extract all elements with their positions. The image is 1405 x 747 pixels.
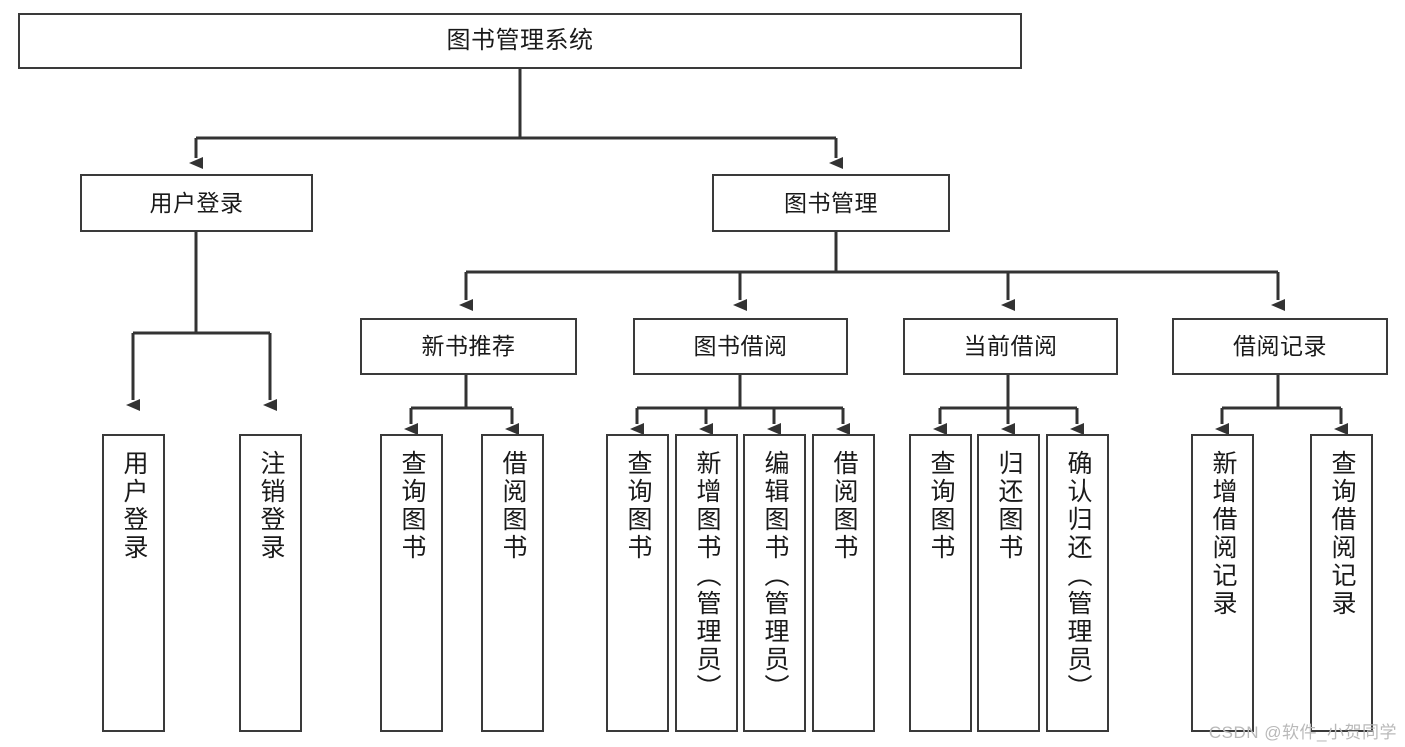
node-borrow-record[interactable]: 借阅记录 bbox=[1172, 318, 1388, 375]
node-label: 借阅记录 bbox=[1233, 333, 1327, 360]
watermark-text: CSDN @软件_小贺同学 bbox=[1208, 723, 1397, 742]
leaf-add-borrow-record[interactable]: 新增借阅记录 bbox=[1191, 434, 1254, 732]
leaf-borrow-book-newbook[interactable]: 借阅图书 bbox=[481, 434, 544, 732]
leaf-logout[interactable]: 注销登录 bbox=[239, 434, 302, 732]
leaf-edit-book-admin[interactable]: 编辑图书（管理员） bbox=[743, 434, 806, 732]
node-book-management[interactable]: 图书管理 bbox=[712, 174, 950, 232]
node-user-login[interactable]: 用户登录 bbox=[80, 174, 313, 232]
leaf-query-book-current[interactable]: 查询图书 bbox=[909, 434, 972, 732]
node-label: 图书管理 bbox=[784, 189, 878, 216]
node-label: 新书推荐 bbox=[421, 333, 516, 360]
node-new-book-recommend[interactable]: 新书推荐 bbox=[360, 318, 577, 375]
leaf-query-borrow-record[interactable]: 查询借阅记录 bbox=[1310, 434, 1373, 732]
leaf-add-book-admin[interactable]: 新增图书（管理员） bbox=[675, 434, 738, 732]
node-label: 当前借阅 bbox=[963, 333, 1058, 360]
node-label: 查询借阅记录 bbox=[1328, 450, 1356, 618]
leaf-user-login[interactable]: 用户登录 bbox=[102, 434, 165, 732]
node-label: 用户登录 bbox=[149, 189, 244, 216]
node-label: 编辑图书（管理员） bbox=[761, 450, 789, 702]
node-book-borrow[interactable]: 图书借阅 bbox=[633, 318, 848, 375]
node-label: 归还图书 bbox=[995, 450, 1023, 562]
node-label: 借阅图书 bbox=[499, 450, 527, 562]
node-label: 图书借阅 bbox=[693, 333, 788, 360]
node-label: 确认归还（管理员） bbox=[1064, 450, 1092, 702]
node-label: 新增借阅记录 bbox=[1209, 450, 1237, 618]
node-label: 用户登录 bbox=[120, 450, 148, 562]
leaf-query-book-newbook[interactable]: 查询图书 bbox=[380, 434, 443, 732]
node-label: 查询图书 bbox=[927, 450, 955, 562]
node-label: 查询图书 bbox=[398, 450, 426, 562]
node-label: 注销登录 bbox=[257, 450, 285, 562]
node-root-book-management-system[interactable]: 图书管理系统 bbox=[18, 13, 1022, 69]
node-label: 图书管理系统 bbox=[446, 27, 594, 55]
node-label: 查询图书 bbox=[624, 450, 652, 562]
leaf-confirm-return-admin[interactable]: 确认归还（管理员） bbox=[1046, 434, 1109, 732]
node-current-borrow[interactable]: 当前借阅 bbox=[903, 318, 1118, 375]
node-label: 借阅图书 bbox=[830, 450, 858, 562]
leaf-borrow-book-borrow[interactable]: 借阅图书 bbox=[812, 434, 875, 732]
node-label: 新增图书（管理员） bbox=[693, 450, 721, 702]
leaf-query-book-borrow[interactable]: 查询图书 bbox=[606, 434, 669, 732]
leaf-return-book[interactable]: 归还图书 bbox=[977, 434, 1040, 732]
